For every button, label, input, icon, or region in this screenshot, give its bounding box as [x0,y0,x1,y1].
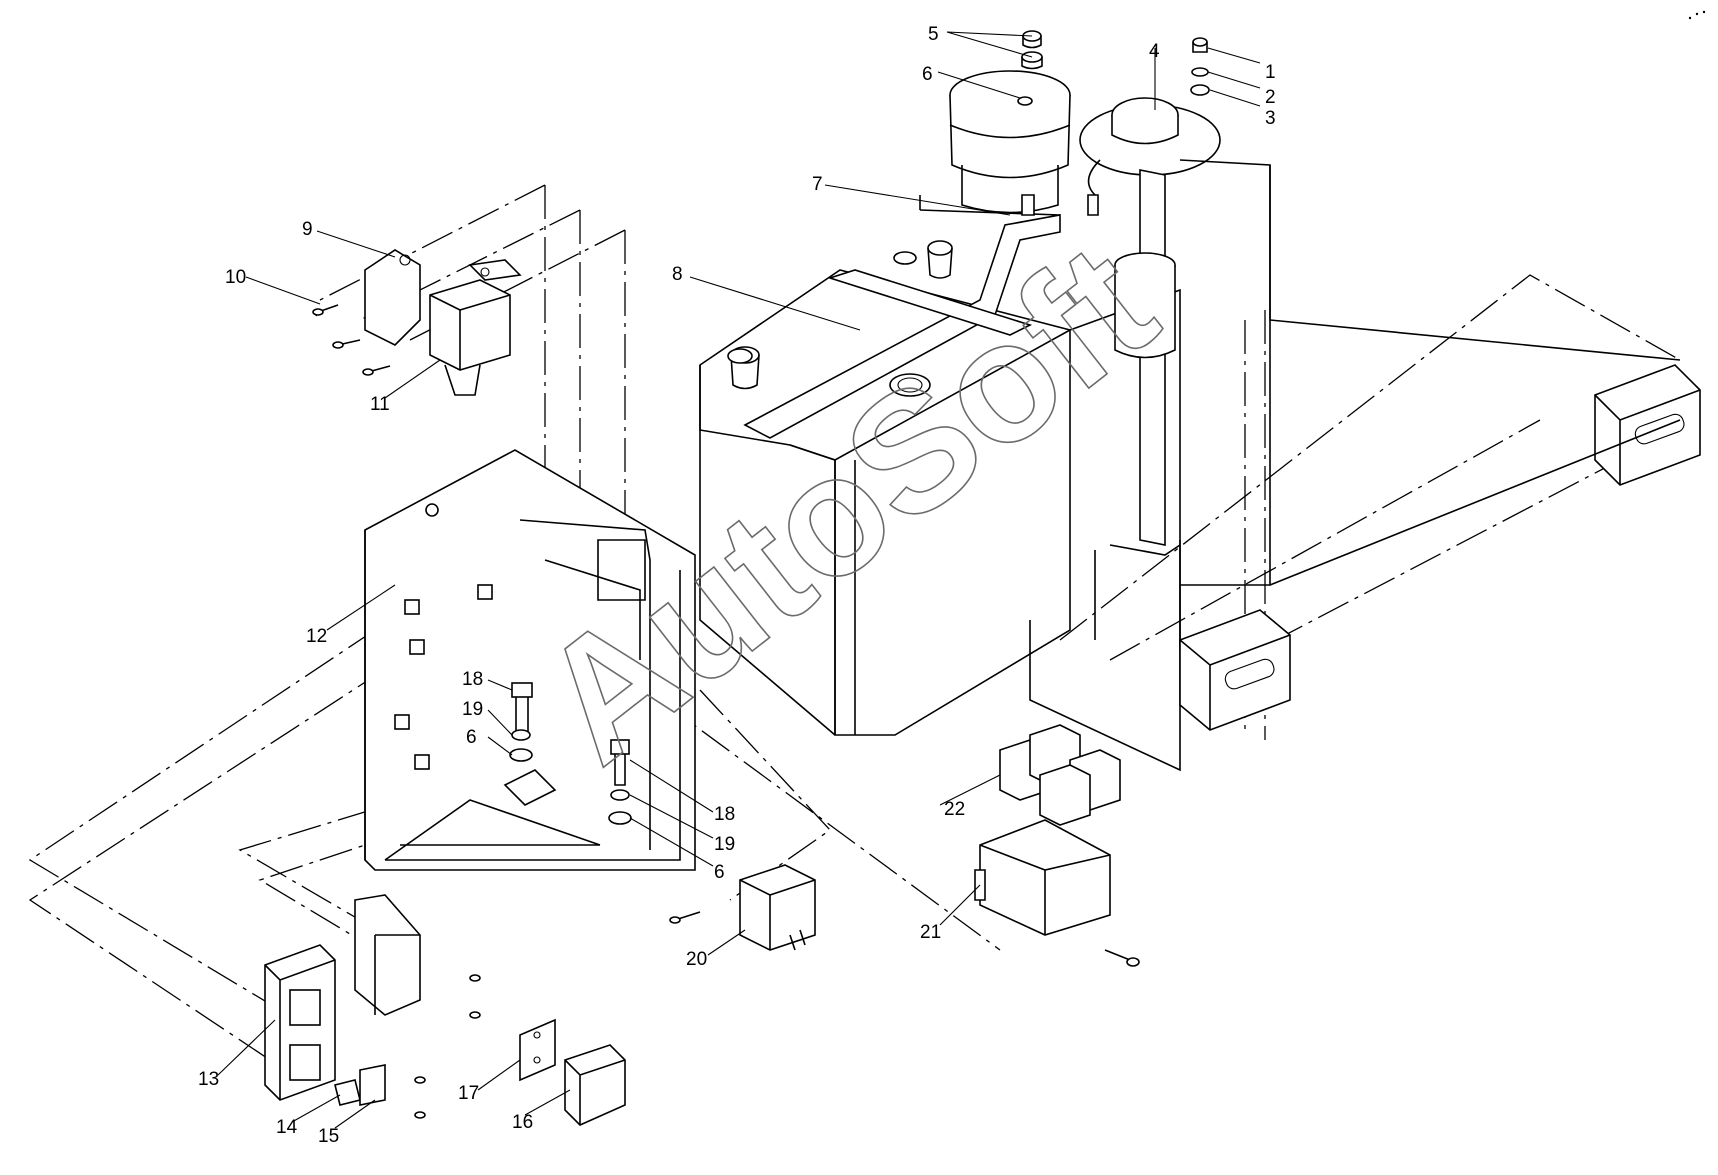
top-bolt [1190,37,1210,96]
fuse-box-21 [974,819,1111,936]
fuse-holder-13 [264,944,336,1101]
callout-1: 1 [1265,62,1276,83]
callout-17: 17 [458,1083,479,1104]
mounting-plate [364,449,696,871]
callout-12: 12 [306,626,327,647]
tank-body [699,240,1181,772]
relays-22 [999,724,1121,826]
callout-6-left: 6 [466,727,477,748]
plate-nuts [394,584,493,770]
callout-18-left: 18 [462,669,483,690]
plate-17 [519,1018,556,1082]
screws [312,304,1140,1119]
callout-6-right: 6 [714,862,725,883]
callout-9: 9 [302,219,313,240]
callout-15: 15 [318,1126,339,1147]
level-sender [1079,97,1271,650]
callout-11: 11 [370,394,390,415]
callout-20: 20 [686,949,707,970]
leader-lines [217,31,1261,1129]
callout-5: 5 [928,24,939,45]
nuts [1021,30,1043,70]
callout-16: 16 [512,1112,533,1133]
callout-2: 2 [1265,87,1276,108]
relay-20 [739,864,816,951]
callout-19-right: 19 [714,834,735,855]
battery-box [1269,165,1681,586]
callout-21: 21 [920,922,941,943]
callout-3: 3 [1265,108,1276,129]
cover-16 [564,1044,626,1126]
clip-14-15 [334,1064,386,1106]
bolt-stack-left [503,682,557,806]
corner-mark [1688,10,1706,20]
callout-10: 10 [225,267,246,288]
callout-13: 13 [198,1069,219,1090]
relay-bracket [364,249,522,396]
hold-down-strap [743,195,1061,439]
callout-6-top: 6 [922,64,933,85]
callout-18-right: 18 [714,804,735,825]
callout-4: 4 [1149,41,1160,62]
callout-14: 14 [276,1117,298,1138]
callout-numbers: 1 2 3 4 5 6 7 8 9 10 11 12 18 19 6 18 19… [198,24,1276,1147]
callout-7: 7 [812,174,823,195]
callout-8: 8 [672,264,683,285]
reservoir [949,70,1071,216]
callout-19-left: 19 [462,699,483,720]
callout-22: 22 [944,799,965,820]
relay-holder [354,894,421,1016]
rubber-clamps [1179,364,1701,731]
